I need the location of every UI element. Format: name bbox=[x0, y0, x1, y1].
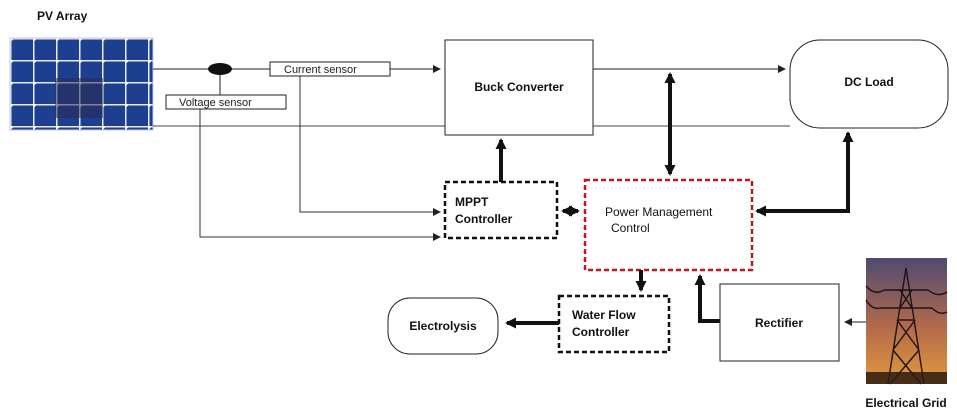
wfc-label-line1: Water Flow bbox=[572, 308, 636, 322]
rectifier-label: Rectifier bbox=[755, 316, 803, 330]
buck-converter-block bbox=[444, 39, 594, 136]
dc-load-label: DC Load bbox=[844, 75, 893, 89]
current-sensor-label: Current sensor bbox=[284, 64, 357, 76]
electrolysis-block bbox=[387, 297, 499, 355]
current-signal-line bbox=[299, 76, 441, 216]
electrical-grid-icon bbox=[865, 258, 948, 385]
mppt-label-line2: Controller bbox=[455, 212, 513, 226]
voltage-sensor-label: Voltage sensor bbox=[179, 97, 252, 109]
electrolysis-label: Electrolysis bbox=[409, 319, 477, 333]
wfc-label-line2: Controller bbox=[572, 325, 630, 339]
dc-load-block bbox=[789, 39, 949, 129]
current-sensor-box bbox=[269, 61, 391, 77]
voltage-signal-line bbox=[199, 109, 441, 241]
pv-array-label: PV Array bbox=[37, 9, 88, 23]
voltage-sensor-box bbox=[165, 94, 287, 110]
pv-array-icon bbox=[9, 37, 154, 131]
mppt-controller-block bbox=[443, 180, 559, 240]
power-management-block bbox=[583, 178, 754, 272]
voltage-sensor-node-icon bbox=[208, 63, 232, 75]
mppt-label-line1: MPPT bbox=[455, 195, 489, 209]
water-flow-controller-block bbox=[557, 294, 671, 354]
pmc-to-dcload-arrow bbox=[758, 131, 854, 213]
rectifier-block bbox=[719, 283, 840, 362]
pmc-label-line2: Control bbox=[611, 221, 650, 235]
buck-converter-label: Buck Converter bbox=[474, 80, 564, 94]
electrical-grid-label: Electrical Grid bbox=[865, 396, 946, 410]
rectifier-to-pmc-arrow bbox=[694, 274, 720, 323]
pmc-label-line1: Power Management bbox=[605, 205, 713, 219]
